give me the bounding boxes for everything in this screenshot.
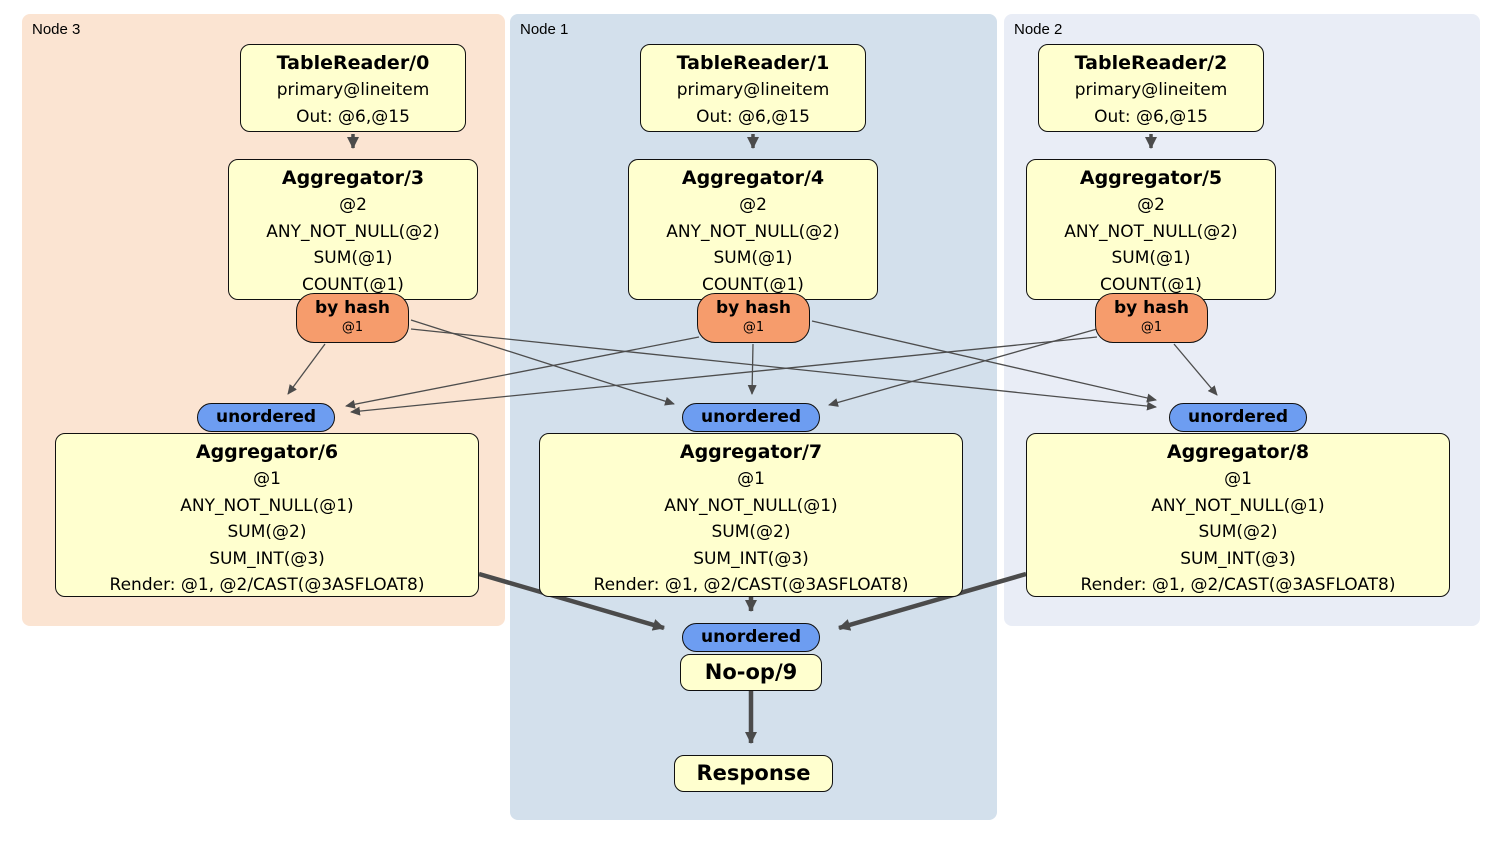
aggregator-4-box: Aggregator/4 @2 ANY_NOT_NULL(@2) SUM(@1)… (628, 159, 878, 300)
tablereader-1-box: TableReader/1 primary@lineitem Out: @6,@… (640, 44, 866, 132)
router-hash-columns: @1 (1140, 320, 1163, 335)
processor-title: Response (696, 761, 811, 785)
router-label: by hash (1114, 298, 1189, 318)
processor-title: Aggregator/4 (681, 167, 825, 189)
unordered-sync-node3: unordered (197, 403, 335, 432)
aggregator-group-cols: @1 (1224, 469, 1252, 489)
sync-label: unordered (700, 407, 802, 427)
edge-aggregator8-final-sync (838, 571, 1027, 631)
tablereader-out: Out: @6,@15 (296, 106, 410, 127)
tablereader-out: Out: @6,@15 (696, 106, 810, 127)
aggregator-render-expr: Render: @1, @2/CAST(@3ASFLOAT8) (109, 575, 425, 595)
tablereader-0-box: TableReader/0 primary@lineitem Out: @6,@… (240, 44, 466, 132)
unordered-sync-node2: unordered (1169, 403, 1307, 432)
processor-title: Aggregator/6 (195, 441, 339, 463)
aggregator-expr: COUNT(@1) (702, 274, 804, 295)
edge-byhash5-unordered-n1 (828, 328, 1098, 407)
aggregator-expr: COUNT(@1) (302, 274, 404, 295)
node-2-label: Node 2 (1014, 21, 1063, 38)
node-1-label: Node 1 (520, 21, 569, 38)
sync-label: unordered (215, 407, 317, 427)
aggregator-6-box: Aggregator/6 @1 ANY_NOT_NULL(@1) SUM(@2)… (55, 433, 479, 597)
aggregator-expr: SUM(@1) (313, 248, 393, 268)
tablereader-2-box: TableReader/2 primary@lineitem Out: @6,@… (1038, 44, 1264, 132)
aggregator-group-cols: @2 (339, 195, 367, 215)
processor-title: Aggregator/3 (281, 167, 425, 189)
aggregator-expr: ANY_NOT_NULL(@1) (1151, 495, 1325, 516)
processor-title: Aggregator/8 (1166, 441, 1310, 463)
edge-byhash4-unordered-n1 (747, 343, 757, 395)
router-label: by hash (315, 298, 390, 318)
aggregator-3-box: Aggregator/3 @2 ANY_NOT_NULL(@2) SUM(@1)… (228, 159, 478, 300)
aggregator-expr: SUM(@2) (711, 522, 791, 542)
response-box: Response (674, 755, 833, 792)
aggregator-group-cols: @2 (1137, 195, 1165, 215)
aggregator-expr: SUM(@2) (1198, 522, 1278, 542)
processor-title: Aggregator/5 (1079, 167, 1223, 189)
aggregator-expr: ANY_NOT_NULL(@2) (1064, 221, 1238, 242)
aggregator-8-box: Aggregator/8 @1 ANY_NOT_NULL(@1) SUM(@2)… (1026, 433, 1450, 597)
router-hash-columns: @1 (742, 320, 765, 335)
edge-byhash4-unordered-n3 (345, 336, 700, 409)
aggregator-expr: ANY_NOT_NULL(@2) (266, 221, 440, 242)
aggregator-render-expr: Render: @1, @2/CAST(@3ASFLOAT8) (1080, 575, 1396, 595)
aggregator-expr: ANY_NOT_NULL(@1) (664, 495, 838, 516)
aggregator-7-box: Aggregator/7 @1 ANY_NOT_NULL(@1) SUM(@2)… (539, 433, 963, 597)
processor-title: No-op/9 (704, 660, 798, 684)
tablereader-index: primary@lineitem (276, 80, 430, 100)
processor-title: TableReader/2 (1074, 52, 1228, 74)
edge-aggregator6-final-sync (478, 571, 665, 631)
processor-title: TableReader/1 (676, 52, 830, 74)
sync-label: unordered (1187, 407, 1289, 427)
aggregator-5-box: Aggregator/5 @2 ANY_NOT_NULL(@2) SUM(@1)… (1026, 159, 1276, 300)
aggregator-expr: SUM(@1) (713, 248, 793, 268)
processor-title: TableReader/0 (276, 52, 430, 74)
byhash-router-node1: by hash @1 (697, 293, 810, 343)
byhash-router-node3: by hash @1 (296, 293, 409, 343)
sync-label: unordered (700, 627, 802, 647)
edge-byhash5-unordered-n2 (1173, 343, 1218, 396)
aggregator-expr: SUM_INT(@3) (1180, 548, 1296, 569)
aggregator-expr: SUM(@2) (227, 522, 307, 542)
aggregator-expr: ANY_NOT_NULL(@2) (666, 221, 840, 242)
unordered-sync-final: unordered (682, 623, 820, 652)
aggregator-expr: COUNT(@1) (1100, 274, 1202, 295)
router-label: by hash (716, 298, 791, 318)
aggregator-render-expr: Render: @1, @2/CAST(@3ASFLOAT8) (593, 575, 909, 595)
processor-title: Aggregator/7 (679, 441, 823, 463)
router-hash-columns: @1 (341, 320, 364, 335)
edge-byhash3-unordered-n3 (287, 343, 326, 395)
aggregator-expr: SUM_INT(@3) (693, 548, 809, 569)
tablereader-out: Out: @6,@15 (1094, 106, 1208, 127)
edge-byhash5-unordered-n3 (350, 336, 1098, 416)
byhash-router-node2: by hash @1 (1095, 293, 1208, 343)
tablereader-index: primary@lineitem (1074, 80, 1228, 100)
aggregator-group-cols: @1 (737, 469, 765, 489)
aggregator-group-cols: @2 (739, 195, 767, 215)
aggregator-expr: SUM_INT(@3) (209, 548, 325, 569)
aggregator-expr: SUM(@1) (1111, 248, 1191, 268)
noop-9-box: No-op/9 (680, 654, 822, 691)
node-3-label: Node 3 (32, 21, 81, 38)
aggregator-expr: ANY_NOT_NULL(@1) (180, 495, 354, 516)
aggregator-group-cols: @1 (253, 469, 281, 489)
unordered-sync-node1: unordered (682, 403, 820, 432)
tablereader-index: primary@lineitem (676, 80, 830, 100)
